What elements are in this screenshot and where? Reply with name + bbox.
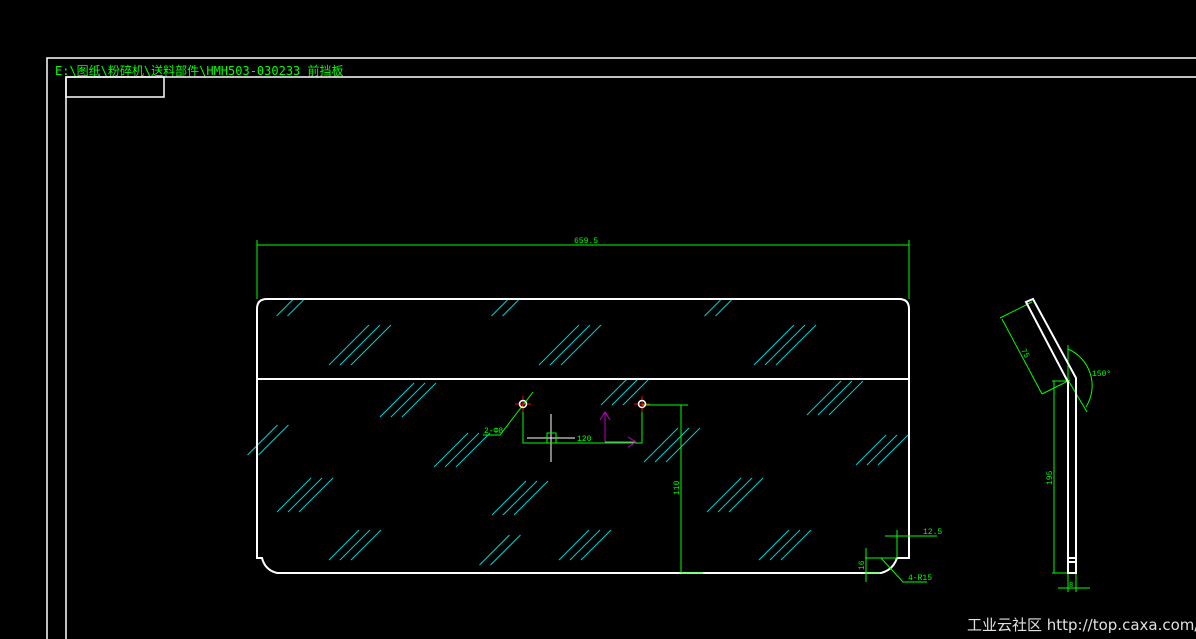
hatch-line [287, 299, 304, 317]
hatch-line [817, 380, 853, 416]
hatch-line [433, 432, 469, 468]
hatch-line [258, 424, 289, 456]
hatch-line [715, 299, 732, 317]
hole-right [634, 396, 650, 412]
hatch-line [328, 529, 360, 561]
hatch-line [490, 534, 521, 566]
hatch-line [580, 529, 612, 561]
hatch-line [444, 432, 480, 468]
hatch-line [491, 299, 508, 317]
front-view-outline [256, 298, 910, 574]
hatch-line [828, 380, 864, 416]
hatch-line [855, 434, 887, 466]
hatch-line [401, 382, 437, 418]
dim-hole-height: 110 [673, 480, 682, 495]
hatch-line [502, 480, 538, 516]
hatch-line [538, 324, 580, 366]
file-path-title: E:\图纸\粉碎机\送料部件\HMH503-030233 前挡板 [55, 64, 344, 78]
hatch-line [549, 324, 591, 366]
hatch-line [704, 299, 721, 317]
hatch-line [298, 477, 334, 513]
hatch-line [866, 434, 898, 466]
dim-bend-angle: 150° [1092, 370, 1111, 379]
hatch-line [665, 427, 701, 463]
side-view-outline [1024, 297, 1077, 574]
hatch-line [600, 378, 628, 406]
hatch-line [502, 299, 519, 317]
crosshair-cursor [527, 414, 575, 462]
hatch-line [455, 432, 491, 468]
hatch-line [728, 477, 764, 513]
hatch-line [339, 529, 371, 561]
dim-overall-width: 659.5 [574, 237, 598, 246]
dim-side-height: 195 [1046, 470, 1055, 485]
dim-hole-spacing: 120 [577, 435, 592, 444]
hatch-line [287, 477, 323, 513]
hatch-line [479, 534, 510, 566]
dim-thickness: 8 [1069, 582, 1073, 590]
hatch-line [276, 299, 293, 317]
hatch-line [350, 324, 392, 366]
hatch-line [379, 382, 415, 418]
hatch-pattern [247, 299, 909, 566]
hatch-line [758, 529, 790, 561]
hatch-line [513, 480, 549, 516]
hatch-line [654, 427, 690, 463]
hatch-line [339, 324, 381, 366]
hatch-line [560, 324, 602, 366]
watermark: 工业云社区 http://top.caxa.com/ [967, 616, 1196, 634]
hatch-line [643, 427, 679, 463]
hatch-line [717, 477, 753, 513]
hatch-line [775, 324, 817, 366]
hatch-line [390, 382, 426, 418]
hatch-line [764, 324, 806, 366]
hatch-line [247, 424, 278, 456]
dim-corner-radius: 4-R15 [908, 574, 932, 583]
drawing-frame [46, 57, 1196, 639]
hatch-line [611, 378, 639, 406]
hatch-line [622, 378, 650, 406]
hatch-line [780, 529, 812, 561]
hatch-line [276, 477, 312, 513]
hatch-line [877, 434, 909, 466]
dim-notch-width: 12.5 [923, 528, 942, 537]
hatch-line [769, 529, 801, 561]
dimension-lines [256, 240, 1093, 592]
hatch-line [806, 380, 842, 416]
hatch-line [753, 324, 795, 366]
hatch-line [491, 480, 527, 516]
ucs-axis-icon [599, 411, 637, 448]
dim-notch-height: 16 [858, 560, 867, 570]
dim-holes: 2-Φ8 [484, 427, 503, 436]
hatch-line [350, 529, 382, 561]
dim-flange-length: 75 [1018, 347, 1031, 360]
hatch-line [706, 477, 742, 513]
hatch-line [569, 529, 601, 561]
hole-left [515, 396, 531, 412]
hatch-line [558, 529, 590, 561]
hatch-line [328, 324, 370, 366]
